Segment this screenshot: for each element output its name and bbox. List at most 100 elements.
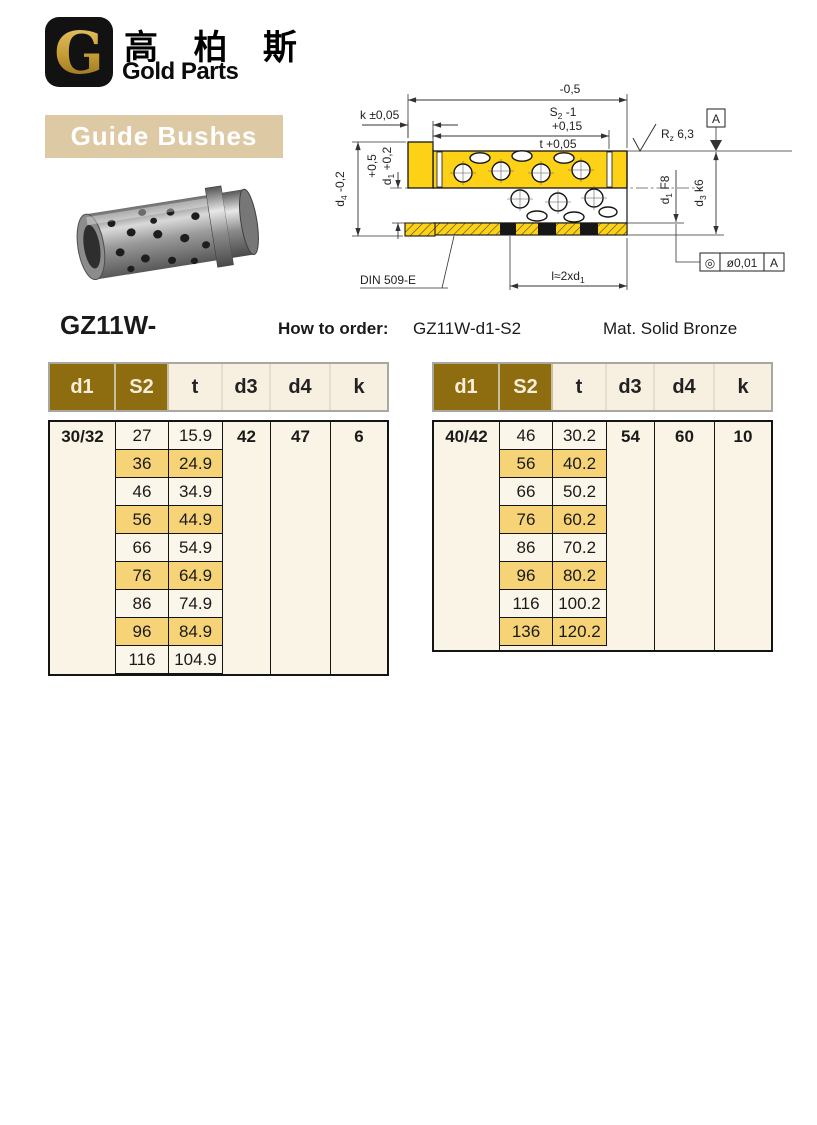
section-banner-label: Guide Bushes: [70, 121, 258, 151]
t-value: 60.2: [553, 506, 607, 534]
size-table-header-right: d1 S2 t d3 d4 k: [432, 362, 773, 412]
column-header-d1: d1: [434, 364, 500, 410]
d3-value: 42: [223, 422, 271, 674]
tolerance-value: ø0,01: [727, 256, 758, 270]
d4-value: 60: [655, 422, 715, 650]
section-banner: Guide Bushes: [45, 115, 283, 158]
column-header-s2: S2: [500, 364, 553, 410]
gold-parts-logo-mark: G: [45, 17, 113, 87]
s2-upper-tolerance: -0,5: [560, 82, 581, 96]
t-dimension-label: t +0,05: [539, 137, 576, 151]
tolerance-datum: A: [770, 256, 778, 270]
s2-value: 136: [500, 618, 553, 646]
datum-flag-label: A: [712, 112, 720, 126]
s2-value: 27: [116, 422, 169, 450]
s2-value: 86: [116, 590, 169, 618]
t-value: 30.2: [553, 422, 607, 450]
column-header-k: k: [353, 375, 365, 398]
d4-value: 47: [271, 422, 331, 674]
s2-value: 86: [500, 534, 553, 562]
d3-value: 54: [607, 422, 655, 650]
t-value: 15.9: [169, 422, 223, 450]
t-value: 100.2: [553, 590, 607, 618]
undercut-standard-label: DIN 509-E: [360, 273, 416, 287]
t-value: 84.9: [169, 618, 223, 646]
plug-pattern-bottom: [507, 186, 618, 223]
k-value: 10: [733, 427, 753, 446]
d3-k6-label: d3 k6: [692, 179, 708, 207]
surface-finish-icon: [632, 123, 657, 153]
d4-dimension-label: d4 -0,2: [333, 171, 349, 207]
s2-value: 66: [500, 478, 553, 506]
logo-brand-name: Gold Parts: [122, 58, 239, 85]
s2-value: 66: [116, 534, 169, 562]
how-to-order-label: How to order:: [278, 319, 389, 338]
guide-bush-photo: [76, 185, 259, 281]
column-header-s2: S2: [116, 364, 169, 410]
rz-roughness-label: Rz 6,3: [661, 127, 694, 143]
section-flange-foot: [404, 222, 436, 237]
series-code: GZ11W-: [60, 310, 157, 340]
t-value: 24.9: [169, 450, 223, 478]
column-header-t: t: [169, 364, 223, 410]
t-value: 74.9: [169, 590, 223, 618]
s2-value: 76: [500, 506, 553, 534]
t-value: 64.9: [169, 562, 223, 590]
order-code: GZ11W-d1-S2: [413, 319, 522, 338]
t-upper-tolerance: +0,15: [552, 119, 583, 133]
concentricity-frame: ◎ ø0,01 A: [699, 252, 785, 272]
logo-monogram: G: [54, 19, 104, 87]
t-value: 54.9: [169, 534, 223, 562]
s2-value: 46: [116, 478, 169, 506]
bush-flange: [407, 141, 434, 189]
column-header-t: t: [553, 364, 607, 410]
column-header-d3: d3: [607, 364, 655, 410]
t-value: 104.9: [169, 646, 223, 674]
column-header-d4: d4: [655, 364, 715, 410]
t-value: 80.2: [553, 562, 607, 590]
d1-value: 30/32: [50, 422, 116, 674]
size-table-header-left: d1 S2 t d3 d4 k: [48, 362, 389, 412]
s2-value: 46: [500, 422, 553, 450]
s2-value: 116: [500, 590, 553, 618]
t-value: 50.2: [553, 478, 607, 506]
d1-dimension-label: d1 +0,2: [380, 146, 396, 185]
d1-f8-label: d1 F8: [658, 175, 674, 204]
s2-value: 96: [500, 562, 553, 590]
t-value: 44.9: [169, 506, 223, 534]
t-value: 34.9: [169, 478, 223, 506]
concentricity-icon: ◎: [705, 256, 715, 270]
s2-value: 116: [116, 646, 169, 674]
s2-value: 56: [500, 450, 553, 478]
technical-drawing: -0,5 S2 -1 +0,15 t +0,05 k ±0,05 d4 -0,2…: [333, 82, 792, 290]
d1-upper-tolerance: +0,5: [365, 154, 379, 178]
s2-value: 56: [116, 506, 169, 534]
s2-value: 96: [116, 618, 169, 646]
t-value: 40.2: [553, 450, 607, 478]
length-dimension-label: l≈2xd1: [551, 269, 585, 285]
column-header-d3: d3: [223, 364, 271, 410]
column-header-d4: d4: [271, 364, 331, 410]
logo-chinese-name: 高 柏 斯: [124, 29, 310, 67]
material-note: Mat. Solid Bronze: [603, 319, 738, 338]
t-value: 120.2: [553, 618, 607, 646]
column-header-k: k: [737, 375, 749, 398]
